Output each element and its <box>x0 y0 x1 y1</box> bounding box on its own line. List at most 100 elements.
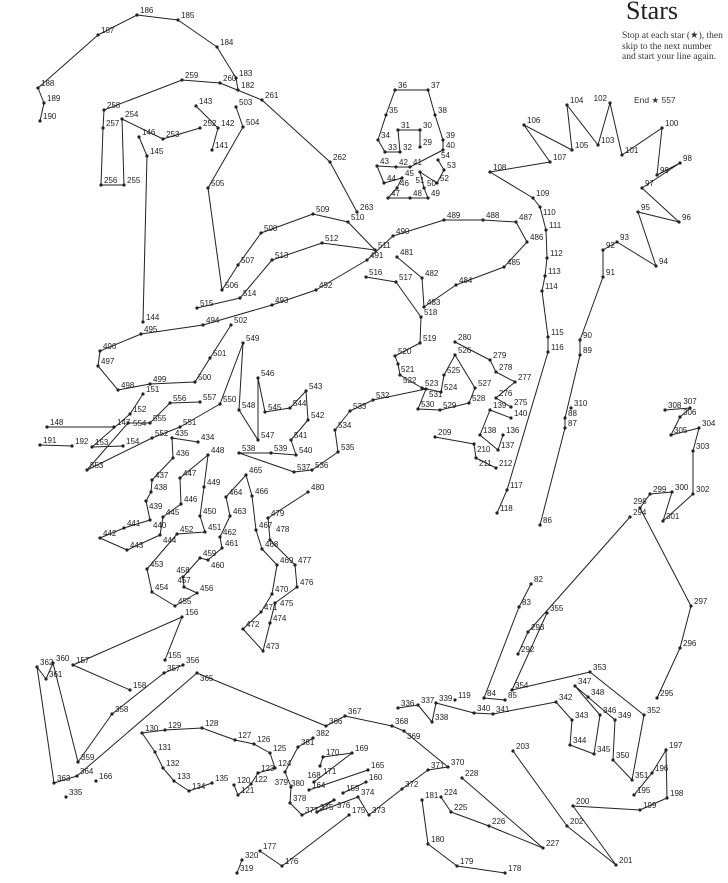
dot <box>128 688 132 692</box>
connector-line <box>489 359 497 373</box>
connector-line <box>427 766 449 771</box>
connector-line <box>202 304 273 326</box>
dot <box>292 470 296 474</box>
dot <box>44 677 48 681</box>
dot <box>628 515 632 519</box>
dot-number: 341 <box>496 705 510 714</box>
dot-number: 452 <box>180 525 194 534</box>
dot-number: 336 <box>401 699 415 708</box>
dot <box>96 364 100 368</box>
dot <box>510 688 514 692</box>
dot-number: 443 <box>130 541 144 550</box>
dot-number: 551 <box>183 418 197 427</box>
dot <box>419 315 423 319</box>
dot <box>135 13 139 17</box>
connector-line <box>86 422 129 471</box>
dot-number: 181 <box>425 791 439 800</box>
dot-number: 258 <box>107 101 121 110</box>
connector-line <box>149 381 196 385</box>
dot-number: 108 <box>493 163 507 172</box>
connector-line <box>179 477 182 505</box>
dot <box>433 113 437 117</box>
dot <box>200 726 204 730</box>
dot <box>365 258 369 262</box>
dot-number: 145 <box>150 147 164 156</box>
dot <box>449 810 453 814</box>
dot-number: 157 <box>76 656 90 665</box>
connector-line <box>322 752 353 758</box>
connector-line <box>177 19 218 48</box>
dot <box>224 495 228 499</box>
dot-number: 259 <box>185 71 199 80</box>
dot-number: 87 <box>568 419 577 428</box>
dot-number: 363 <box>57 774 71 783</box>
connector-line <box>289 786 292 804</box>
dot-number: 155 <box>168 651 182 660</box>
dot-number: 260 <box>223 74 237 83</box>
connector-line <box>419 316 422 344</box>
dot-number: 531 <box>429 390 443 399</box>
dot-number: 276 <box>499 389 513 398</box>
dot <box>241 627 245 631</box>
dot <box>112 425 116 429</box>
dot-number: 489 <box>447 211 461 220</box>
connector-line <box>334 410 351 431</box>
connector-line <box>579 276 604 341</box>
dot <box>258 849 262 853</box>
dot <box>210 781 214 785</box>
dot-number: 320 <box>245 851 259 860</box>
connector-line <box>141 729 166 734</box>
dot-number: 263 <box>360 203 374 212</box>
connector-line <box>97 14 138 36</box>
connector-line <box>387 187 398 199</box>
dot <box>396 128 400 132</box>
dot <box>51 661 55 665</box>
dot-number: 296 <box>683 639 697 648</box>
connector-line <box>423 284 457 308</box>
dot <box>670 490 674 494</box>
dot <box>270 592 274 596</box>
dot-number: 109 <box>536 189 550 198</box>
dot-number: 99 <box>660 166 669 175</box>
dot-number: 498 <box>121 381 135 390</box>
connector-line <box>121 118 164 140</box>
dot-number: 299 <box>653 485 667 494</box>
dot-number: 104 <box>570 96 584 105</box>
dot-number: 141 <box>215 141 229 150</box>
dot-number: 499 <box>153 375 167 384</box>
connector-line <box>401 769 429 790</box>
dot-number: 521 <box>401 365 415 374</box>
dot <box>391 234 395 238</box>
dot-number: 44 <box>387 174 396 183</box>
connector-line <box>235 77 239 91</box>
dot-number: 35 <box>389 106 398 115</box>
dot-number: 346 <box>603 706 617 715</box>
dot <box>237 408 241 412</box>
dot <box>494 370 498 374</box>
dot-number: 176 <box>285 857 299 866</box>
connector-line <box>251 495 257 531</box>
connector-line <box>237 783 252 796</box>
dot-number: 463 <box>233 507 247 516</box>
dot <box>578 338 582 342</box>
dot <box>495 511 499 515</box>
connector-line <box>347 221 376 251</box>
dot-number: 533 <box>353 402 367 411</box>
dot <box>341 791 345 795</box>
dot-number: 130 <box>145 724 159 733</box>
dot-number: 381 <box>301 738 315 747</box>
dot <box>268 538 272 542</box>
connector-line <box>316 796 359 813</box>
connector-line <box>301 799 335 816</box>
connector-line <box>564 354 581 419</box>
dot <box>395 255 399 259</box>
dot <box>588 670 592 674</box>
connector-line <box>36 666 55 784</box>
dot <box>689 604 693 608</box>
dot-number: 191 <box>43 436 57 445</box>
dot <box>526 630 530 634</box>
dot <box>304 389 308 393</box>
dot-number: 554 <box>133 419 147 428</box>
dot-number: 275 <box>514 398 528 407</box>
dot <box>273 601 277 605</box>
